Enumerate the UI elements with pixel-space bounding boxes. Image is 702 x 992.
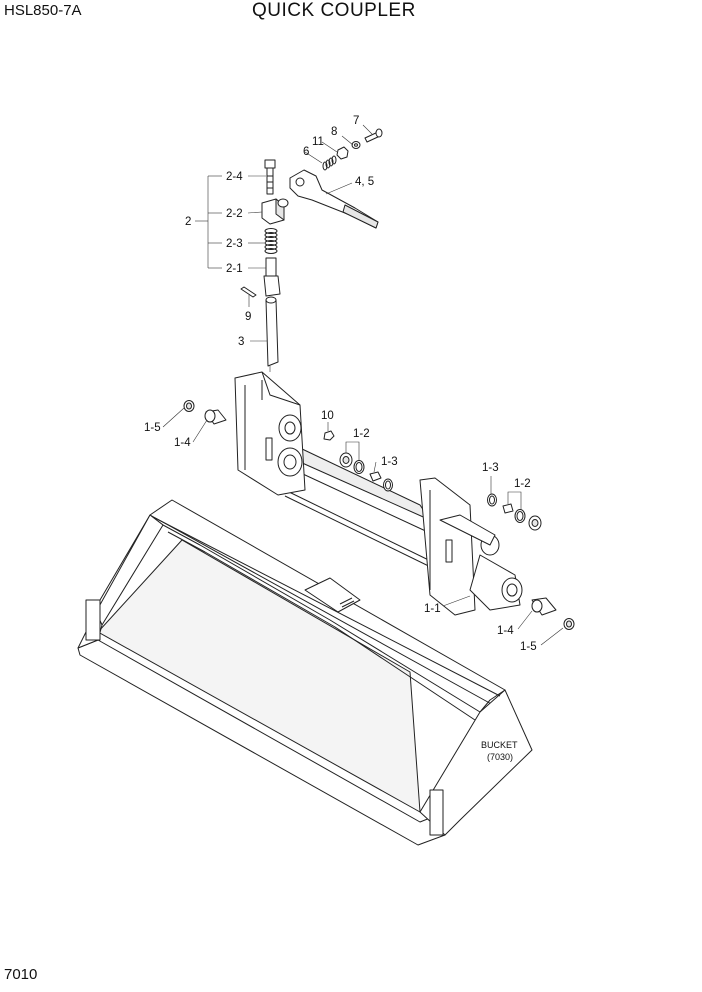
callout-1-3-right: 1-3 [482,462,499,474]
callout-1-2-left: 1-2 [353,428,370,440]
callout-3: 3 [238,336,244,348]
coupler-frame [234,371,523,616]
lever [289,169,379,229]
callout-11: 11 [312,136,324,148]
model-number: HSL850-7A [4,2,82,19]
bucket-label-line2: (7030) [487,752,513,762]
callout-2-2: 2-2 [226,208,243,220]
callout-9: 9 [245,311,251,323]
callout-8: 8 [331,126,337,138]
callout-6: 6 [303,146,309,158]
leader-lines [162,124,564,646]
callout-1-3-left: 1-3 [381,456,398,468]
bucket: BUCKET (7030) [77,499,533,846]
callout-10: 10 [321,410,334,422]
callout-2-3: 2-3 [226,238,243,250]
small-hardware [322,128,383,171]
callout-1-1: 1-1 [424,603,441,615]
callout-1-5-right: 1-5 [520,641,537,653]
callout-1-4-left: 1-4 [174,437,191,449]
left-pin-bushings [183,400,227,425]
callout-1-2-right: 1-2 [514,478,531,490]
callout-4-5: 4, 5 [355,176,374,188]
callout-labels: 7 8 11 6 4, 5 2-4 2-2 2 2-3 2-1 9 3 10 1… [144,115,537,653]
callout-2-1: 2-1 [226,263,243,275]
callout-2-4: 2-4 [226,171,243,183]
callout-1-5-left: 1-5 [144,422,161,434]
callout-1-4-right: 1-4 [497,625,514,637]
lock-pin-assembly [240,159,289,367]
page-number: 7010 [4,966,38,983]
callout-7: 7 [353,115,359,127]
right-pin-parts [487,493,575,630]
page-title: QUICK COUPLER [252,0,416,21]
callout-2: 2 [185,216,191,228]
bucket-label-line1: BUCKET [481,740,518,750]
mid-pin-parts [323,430,393,492]
